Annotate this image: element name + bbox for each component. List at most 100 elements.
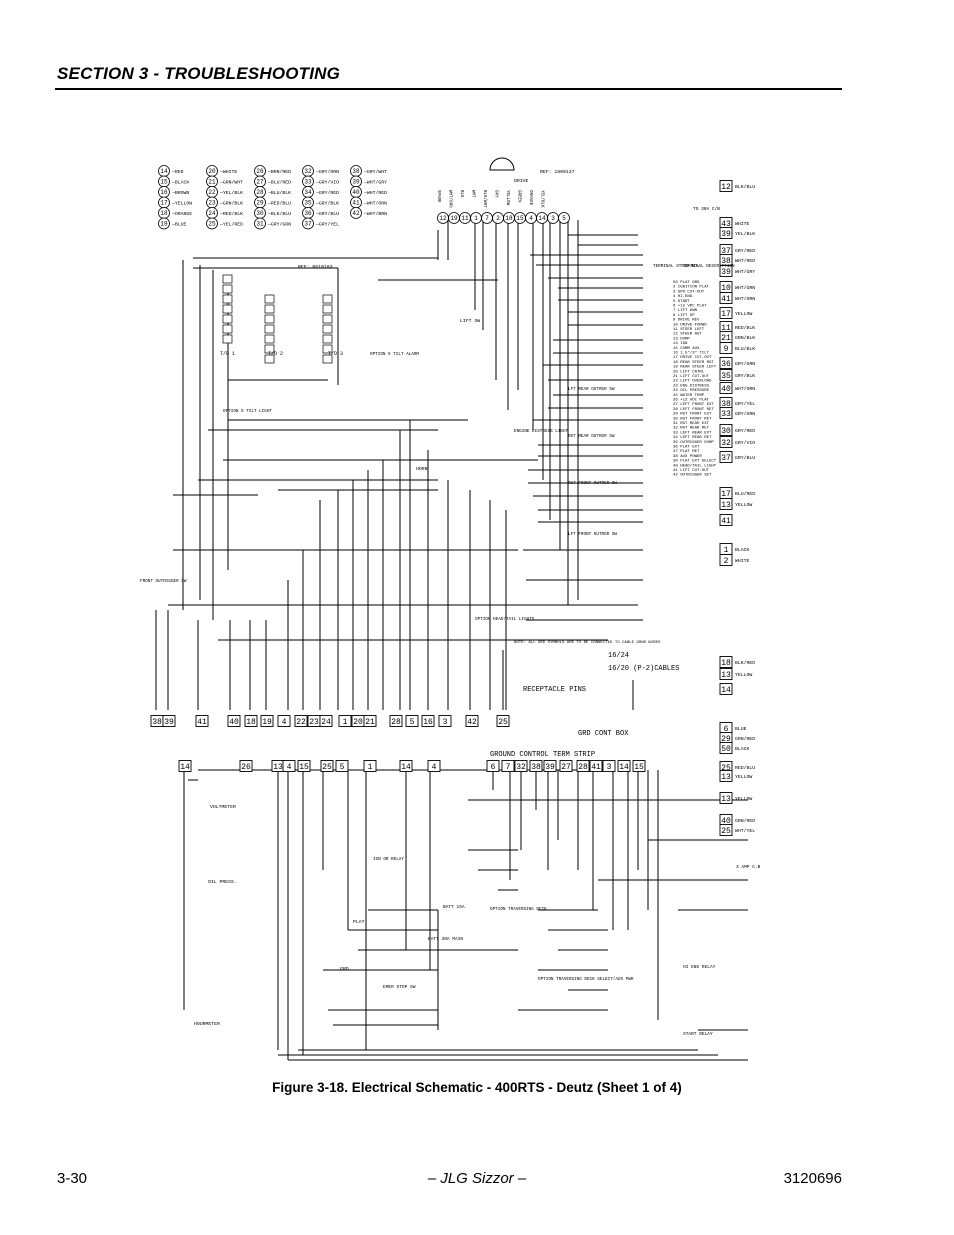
ground-control-pin-box — [297, 760, 311, 772]
ground-control-pin: 13 — [273, 763, 283, 772]
ground-box-pin: 13 — [721, 795, 731, 804]
right-pin-number-box — [719, 424, 733, 436]
ground-control-pin: 14 — [619, 763, 629, 772]
section-title: SECTION 3 - TROUBLESHOOTING — [57, 64, 341, 83]
receptacle-pin-box — [405, 715, 419, 727]
ground-box-pin: 29 — [721, 735, 731, 744]
td-terminal — [322, 354, 333, 364]
top-connector-pin: 12 — [439, 215, 447, 222]
ground-box-pin-color: YELLOW — [735, 796, 752, 802]
terminal-description: 22 LIFT OVERLOAD — [673, 380, 712, 384]
right-pin-number: 1 — [724, 546, 729, 555]
terminal-description: 25 WATER TEMP — [673, 394, 705, 398]
legend-color: —YELLOW — [171, 201, 192, 207]
ground-control-pin-box — [486, 760, 500, 772]
ground-box-pin-color: GRN/RED — [735, 818, 755, 824]
legend-number: 18 — [160, 210, 168, 217]
receptacle-pin-box — [496, 715, 510, 727]
terminal-description: 10 DRIVE FORWD — [673, 323, 707, 327]
receptacle-pin: 20 — [353, 718, 363, 727]
td-terminal — [222, 314, 233, 324]
right-pin-number-box — [719, 307, 733, 319]
ground-box-pin-color: BLUE — [735, 726, 747, 732]
legend-color: —ORANGE — [171, 211, 192, 217]
right-pin-color: GRY/BLU — [735, 455, 755, 461]
legend-color: —BLUE — [171, 222, 187, 228]
oil-press-label: OIL PRESS. — [208, 879, 237, 885]
receptacle-pin-box — [244, 715, 258, 727]
cables-label-1: 16/24 — [608, 652, 629, 660]
lift-sw-label: LIFT SW — [460, 318, 480, 324]
receptacle-pin: 1 — [343, 718, 348, 727]
legend-number: 15 — [160, 179, 168, 186]
right-pin-color: WHITE — [735, 221, 750, 227]
top-connector-wire: GREEN — [517, 190, 521, 203]
right-pin-number: 33 — [721, 410, 731, 419]
receptacle-pin: 24 — [321, 718, 331, 727]
right-pin-number: 41 — [721, 517, 731, 526]
top-connector-wire: GRY — [494, 190, 498, 198]
terminal-description: 32 RGT REAR RET — [673, 427, 710, 431]
right-pin-number: 9 — [724, 345, 729, 354]
right-pin-number: 41 — [721, 295, 731, 304]
legend-color: —RED/BLK — [219, 211, 243, 217]
top-connector-pin: 18 — [505, 215, 513, 222]
wiring-lines — [155, 220, 748, 1061]
ground-control-pin: 4 — [432, 763, 437, 772]
legend-number: 14 — [160, 168, 168, 175]
top-connector-pin: 7 — [485, 215, 489, 222]
terminal-description: 18 REAR STEER RGT — [673, 361, 714, 365]
right-pin-number-box — [719, 554, 733, 566]
ground-control-pin-box — [239, 760, 253, 772]
right-pin-number-box — [719, 180, 733, 192]
td-terminal — [222, 304, 233, 314]
legend-color: —BLACK — [171, 180, 189, 186]
right-pin-number: 2 — [724, 557, 729, 566]
right-pin-number: 38 — [721, 257, 731, 266]
top-connector-wire: YEL/BLK — [540, 190, 545, 208]
ign-relay-label: IGN OR RELAY — [373, 857, 404, 862]
ground-box-pin-box — [719, 770, 733, 782]
legend-number: 31 — [256, 221, 264, 228]
legend-color: —GRY/GRN — [267, 222, 291, 228]
receptacle-pin-box — [438, 715, 452, 727]
legend-number: 29 — [256, 200, 264, 207]
right-pin-number: 13 — [721, 501, 731, 510]
ground-control-pin-box — [363, 760, 377, 772]
legend-number: 33 — [304, 179, 312, 186]
receptacle-pin-box — [277, 715, 291, 727]
right-pin-color: YELLOW — [735, 311, 752, 317]
ground-control-pin: 27 — [561, 763, 571, 772]
right-pin-color: BLK/BLU — [735, 184, 755, 190]
terminal-description: 36 PLAT EXT — [673, 446, 700, 450]
right-pin-number: 21 — [721, 334, 731, 343]
terminal-description: 31 RGT REAR EXT — [673, 422, 710, 426]
td-terminal — [222, 334, 233, 344]
right-pin-color: WHT/ORN — [735, 386, 755, 392]
terminal-description: 4 HI-ENG — [673, 295, 693, 299]
option-traversing-label: OPTION TRAVERSING DECK — [490, 907, 547, 912]
legend-number: 20 — [208, 168, 216, 175]
mid-right-pin-color: YELLOW — [735, 672, 752, 678]
terminal-description: 14 IGN — [673, 342, 688, 346]
legend-number-circle — [350, 207, 362, 219]
lft-rear-outrgr-label: LFT REAR OUTRGR SW — [568, 387, 615, 392]
right-pin-color: GRY/YEL — [735, 401, 755, 407]
top-connector-pin: 11 — [461, 215, 469, 222]
legend-number: 28 — [256, 189, 264, 196]
top-connector-wire: BLK/WHT — [482, 190, 487, 208]
terminal-description: 19 REAR STEER LEFT — [673, 366, 717, 370]
terminal-description: 23 ENG DISTRESS — [673, 384, 710, 388]
ground-control-pin: 15 — [299, 763, 309, 772]
right-pin-color: RED/BLK — [735, 325, 755, 331]
legend-color: —GRY/WHT — [363, 169, 387, 175]
top-connector-pin: 19 — [450, 215, 458, 222]
legend-color: —GRY/ORN — [315, 169, 339, 175]
terminal-description: 11 STEER LEFT — [673, 328, 705, 332]
terminal-description: 28 LEFT FRONT RET — [673, 408, 714, 412]
ground-control-pin: 32 — [516, 763, 526, 772]
right-pin-color: WHT/ORN — [735, 296, 755, 302]
terminal-strip-header: TERMINAL STRIP NO. — [653, 264, 699, 269]
right-pin-color: GRY/VIO — [735, 440, 755, 446]
